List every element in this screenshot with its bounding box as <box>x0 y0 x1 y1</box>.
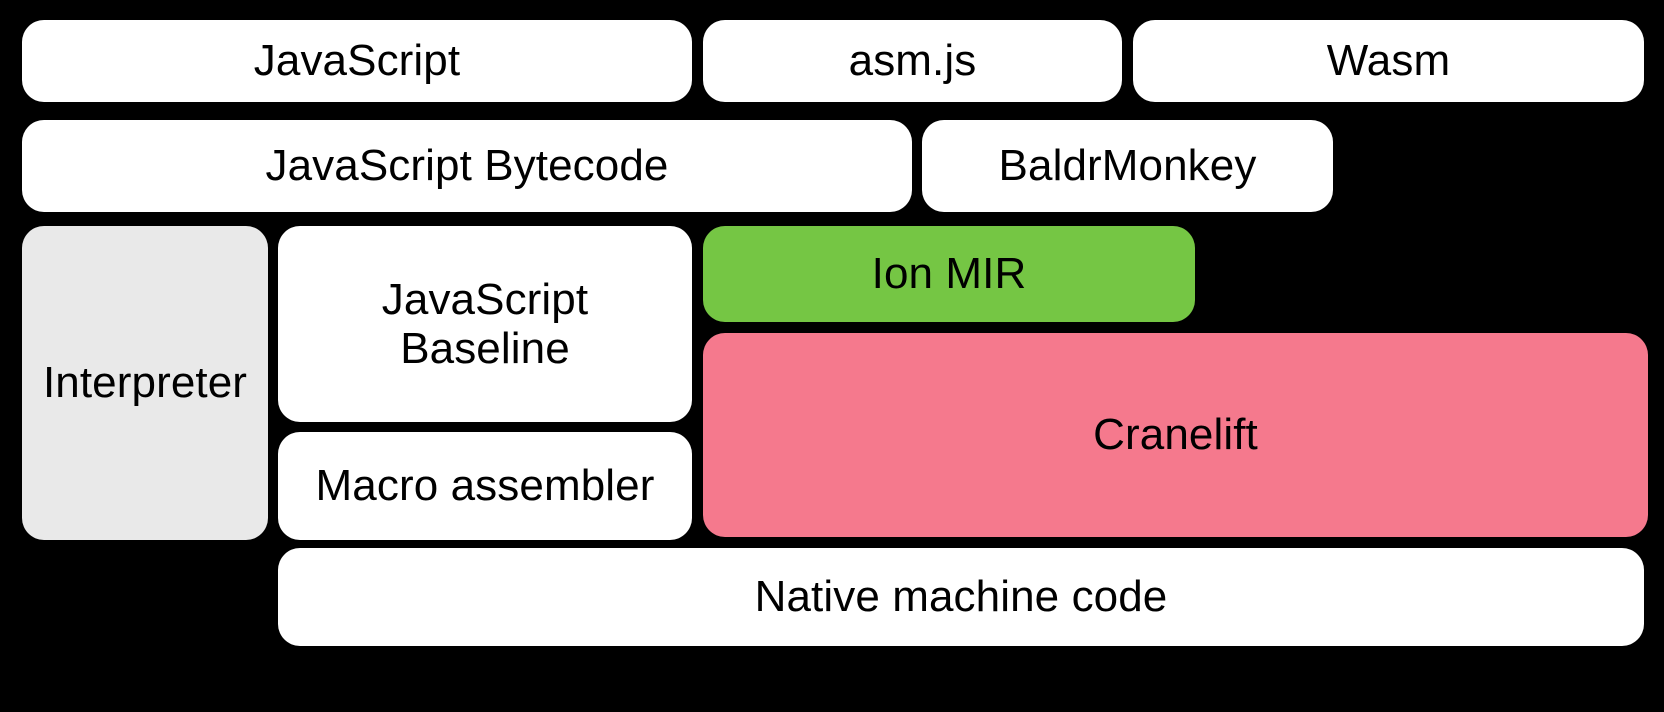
node-macro-assembler[interactable]: Macro assembler <box>278 432 692 540</box>
node-javascript-baseline[interactable]: JavaScript Baseline <box>278 226 692 422</box>
node-interpreter[interactable]: Interpreter <box>22 226 268 540</box>
node-ion-mir[interactable]: Ion MIR <box>703 226 1195 322</box>
node-wasm[interactable]: Wasm <box>1133 20 1644 102</box>
node-asm-js[interactable]: asm.js <box>703 20 1122 102</box>
node-native-machine-code[interactable]: Native machine code <box>278 548 1644 646</box>
node-javascript-bytecode[interactable]: JavaScript Bytecode <box>22 120 912 212</box>
node-cranelift[interactable]: Cranelift <box>703 333 1648 537</box>
node-baldrmonkey[interactable]: BaldrMonkey <box>922 120 1333 212</box>
node-javascript[interactable]: JavaScript <box>22 20 692 102</box>
